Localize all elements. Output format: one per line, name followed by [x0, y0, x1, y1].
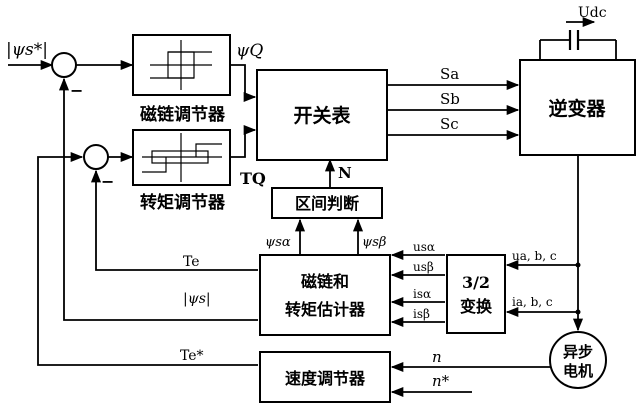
estimator-block	[259, 254, 391, 336]
udc-label: Udc	[578, 5, 607, 21]
estimator-label-line1: 磁链和	[301, 272, 349, 291]
speed-regulator-block	[259, 351, 391, 403]
i-abc-label: ia, b, c	[512, 295, 553, 309]
te-label: Te	[183, 254, 200, 270]
sc-label: Sc	[440, 115, 459, 133]
transform-32-block	[446, 254, 506, 334]
motor-label-line2: 电机	[563, 362, 593, 380]
signal-lines	[8, 59, 584, 398]
flux-regulator-block	[132, 34, 231, 96]
speed-regulator-label: 速度调节器	[285, 369, 366, 388]
torque-regulator-label: 转矩调节器	[140, 192, 226, 213]
tq-label: TQ	[240, 169, 266, 188]
flux-ref-label: |ψs*|	[6, 40, 48, 60]
torque-regulator-block	[132, 129, 231, 186]
tq-line	[230, 124, 257, 158]
flux-summing-junction	[51, 52, 77, 78]
psi-s-mag-label: |ψs|	[183, 291, 211, 307]
usb-label: usβ	[413, 260, 434, 274]
psiq-line	[230, 64, 257, 103]
u-abc-label: ua, b, c	[512, 249, 557, 263]
te-ref-line	[37, 151, 258, 366]
inverter-label: 逆变器	[548, 97, 606, 120]
te-ref-label: Te*	[180, 348, 204, 364]
n-ref-label: n*	[432, 372, 450, 390]
n-speed-label: n	[432, 348, 442, 366]
switch-table-label: 开关表	[293, 104, 351, 127]
flux-minus-sign: −	[70, 81, 83, 100]
torque-hysteresis-icon	[142, 133, 222, 182]
isa-label: isα	[413, 287, 431, 301]
psi-s-alpha-label: ψsα	[265, 235, 291, 250]
psiq-label: ψQ	[236, 41, 263, 61]
switch-table-block	[256, 69, 388, 161]
sb-label: Sb	[440, 90, 460, 108]
i-tap-dot	[575, 309, 581, 315]
n-label: N	[338, 164, 352, 182]
transform-label-line2: 变换	[460, 297, 493, 316]
transform-label-line1: 3/2	[462, 273, 490, 292]
inverter-block	[519, 59, 636, 156]
psi-s-beta-label: ψsβ	[362, 235, 386, 250]
u-tap-dot	[575, 262, 581, 268]
motor-label-line1: 异步	[563, 343, 593, 361]
psi-feedback-line	[58, 77, 258, 321]
usa-label: usα	[413, 240, 435, 254]
region-judge-block	[271, 187, 383, 219]
estimator-label-line2: 转矩估计器	[285, 300, 366, 319]
sa-label: Sa	[440, 65, 459, 83]
induction-motor-block	[549, 331, 607, 389]
dc-link-capacitor	[539, 16, 617, 60]
region-judge-label: 区间判断	[295, 194, 359, 213]
flux-regulator-label: 磁链调节器	[140, 104, 226, 125]
torque-summing-junction	[83, 144, 109, 170]
te-feedback-line	[90, 169, 258, 271]
torque-minus-sign: −	[101, 172, 114, 191]
isb-label: isβ	[413, 307, 430, 321]
flux-hysteresis-icon	[150, 40, 212, 90]
